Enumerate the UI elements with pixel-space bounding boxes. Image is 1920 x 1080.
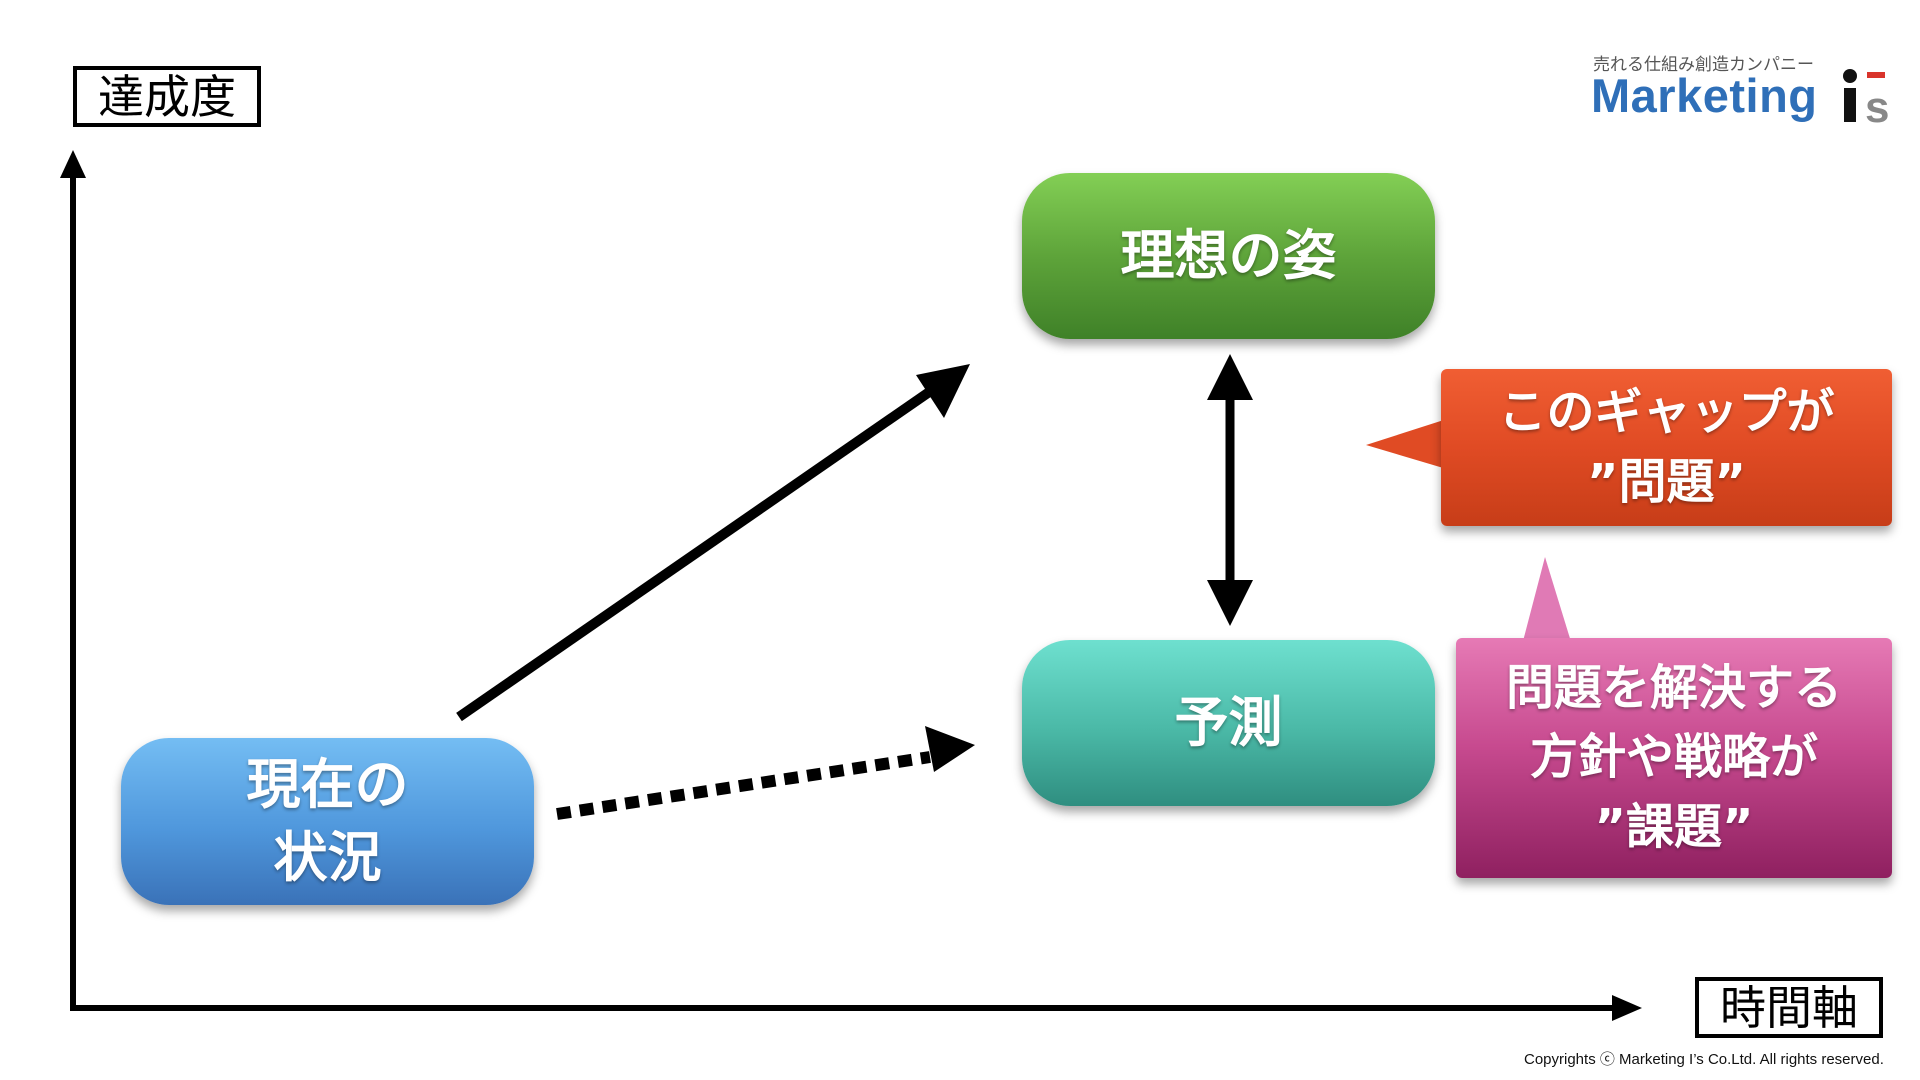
arrow-current-to-ideal-head (916, 364, 970, 418)
current-state-label-line1: 現在の (246, 752, 409, 816)
current-state-box: 現在の 状況 (121, 738, 534, 905)
issue-callout-line3: ”課題” (1594, 798, 1754, 855)
current-state-label-line2: 状況 (273, 825, 382, 889)
y-axis-label: 達成度 (73, 66, 261, 127)
copyright-notice: Copyrights ⓒ Marketing I’s Co.Ltd. All r… (1524, 1051, 1884, 1068)
arrow-current-to-forecast (556, 751, 931, 820)
x-axis-arrowhead (1612, 995, 1642, 1021)
arrow-current-to-forecast-head (925, 726, 975, 772)
x-axis-label: 時間軸 (1695, 977, 1883, 1038)
arrow-current-to-ideal (456, 383, 938, 722)
brand-name: Marketing (1591, 69, 1818, 122)
forecast-label: 予測 (1174, 690, 1283, 754)
brand-tagline: 売れる仕組み創造カンパニー (1593, 55, 1814, 75)
problem-callout-line2: ”問題” (1586, 453, 1747, 510)
brand-mark-icon: s (1843, 69, 1889, 130)
gap-double-arrow-top (1207, 354, 1253, 400)
issue-callout-line2: 方針や戦略が (1529, 729, 1818, 786)
problem-callout-line1: このギャップが (1498, 383, 1835, 440)
issue-callout-line1: 問題を解決する (1505, 659, 1842, 716)
svg-text:s: s (1865, 83, 1889, 130)
brand-logo: 売れる仕組み創造カンパニー Marketing s (1585, 50, 1895, 130)
gap-double-arrow-bottom (1207, 580, 1253, 626)
issue-callout: 問題を解決する 方針や戦略が ”課題” (1456, 638, 1892, 878)
problem-callout-pointer (1366, 418, 1450, 470)
ideal-state-box: 理想の姿 (1022, 173, 1435, 339)
problem-callout: このギャップが ”問題” (1441, 369, 1892, 526)
forecast-box: 予測 (1022, 640, 1435, 806)
ideal-state-label: 理想の姿 (1120, 223, 1337, 287)
issue-callout-pointer (1522, 557, 1572, 645)
y-axis-arrowhead (60, 150, 86, 178)
